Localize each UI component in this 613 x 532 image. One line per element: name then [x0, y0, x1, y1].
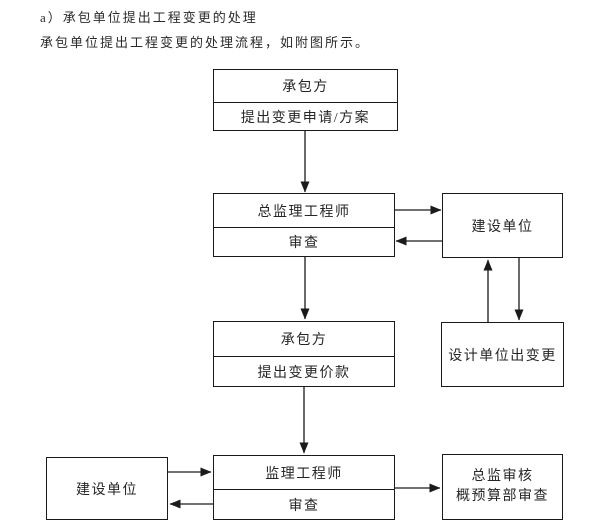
- node-construction-unit-mid: 建设单位: [442, 193, 563, 258]
- node-chief-audit: 总监审核 概预算部审查: [442, 454, 563, 520]
- heading-line-1: a）承包单位提出工程变更的处理: [40, 10, 258, 25]
- node-contractor-request-action: 提出变更申请/方案: [214, 102, 397, 130]
- node-supervision-title: 监理工程师: [265, 466, 343, 482]
- node-contractor-price: 承包方 提出变更价款: [213, 321, 395, 387]
- node-design-unit-change: 设计单位出变更: [441, 322, 564, 387]
- node-chief-audit-line-1: 总监审核: [471, 468, 534, 484]
- node-contractor-price-action: 提出变更价款: [214, 356, 394, 386]
- node-construction-unit-bottom: 建设单位: [46, 457, 168, 520]
- node-design-unit-change-label: 设计单位出变更: [448, 348, 557, 364]
- node-supervision-engineer: 监理工程师 审查: [213, 455, 395, 520]
- heading-line-2: 承包单位提出工程变更的处理流程，如附图所示。: [40, 35, 371, 50]
- node-chief-audit-line-2: 概预算部审查: [456, 489, 549, 504]
- node-construction-unit-bottom-label: 建设单位: [76, 482, 138, 498]
- node-supervision-action: 审查: [214, 489, 394, 519]
- node-chief-title: 总监理工程师: [257, 204, 351, 220]
- node-contractor-request: 承包方 提出变更申请/方案: [213, 69, 398, 131]
- node-chief-supervision-engineer: 总监理工程师 审查: [213, 193, 395, 257]
- node-chief-action: 审查: [214, 227, 394, 256]
- node-contractor-request-title: 承包方: [282, 80, 329, 95]
- node-construction-unit-mid-label: 建设单位: [471, 219, 534, 235]
- node-contractor-price-title: 承包方: [280, 333, 328, 348]
